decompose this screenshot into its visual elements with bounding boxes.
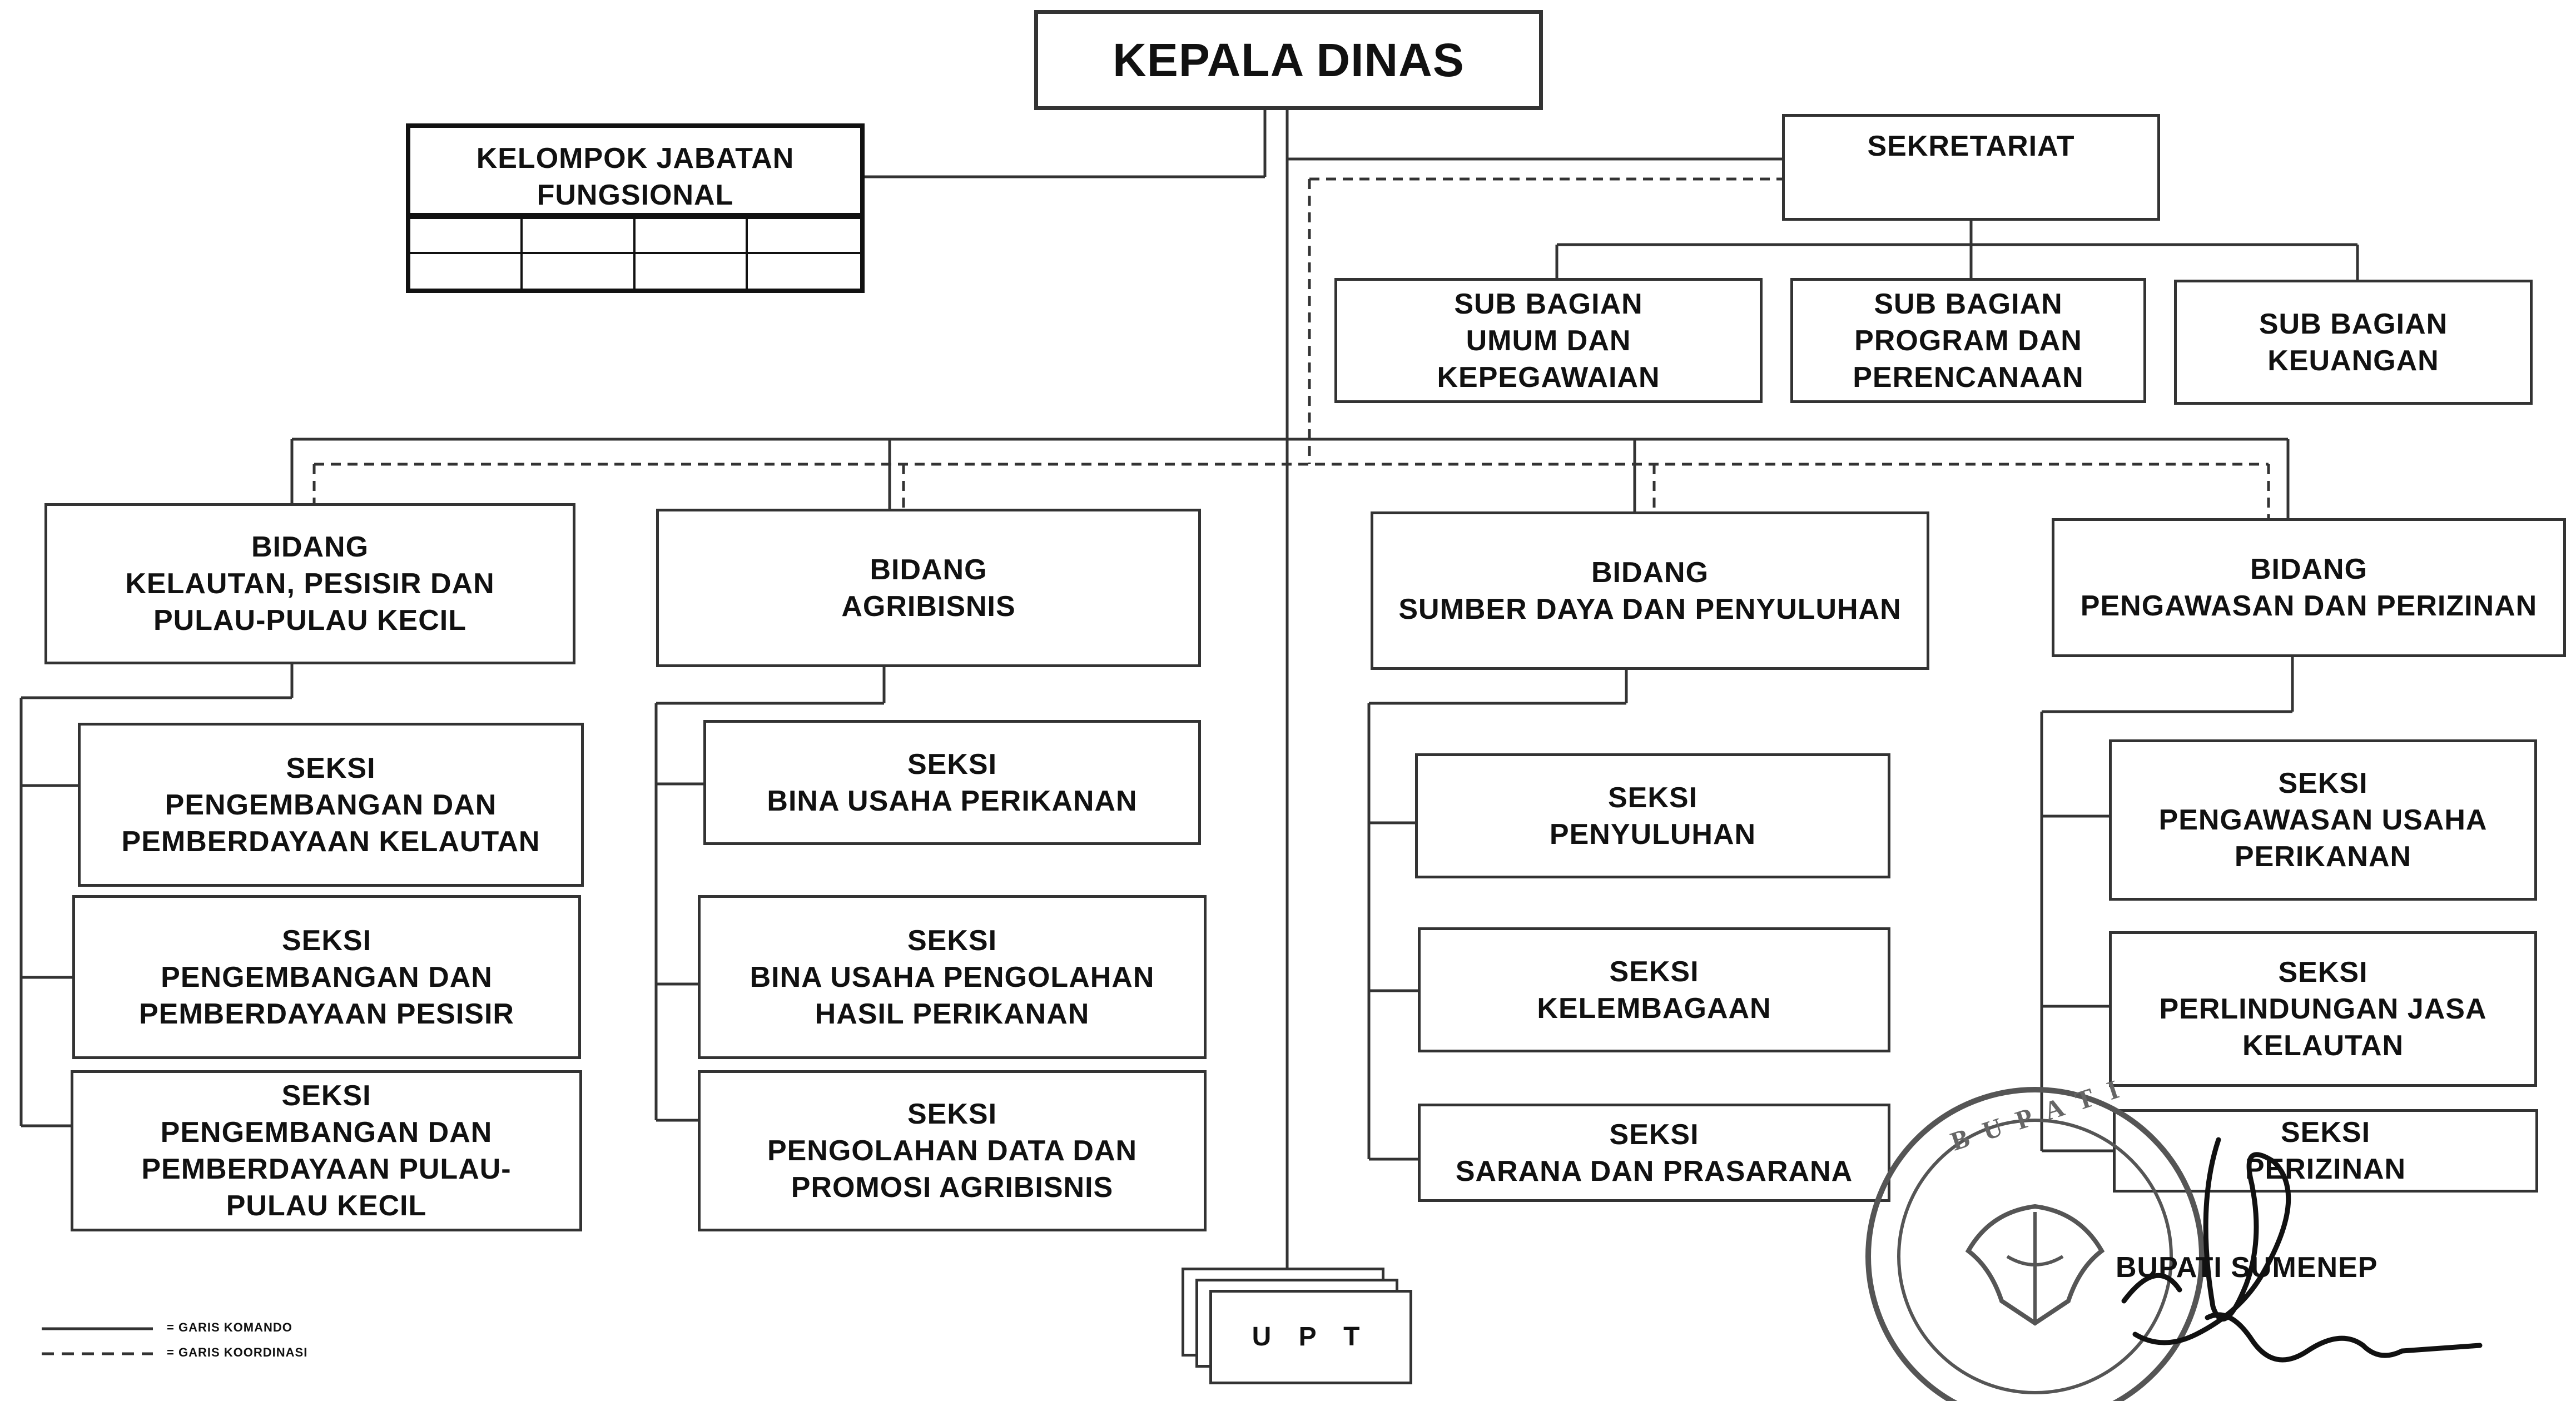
section-box: SEKSI SARANA DAN PRASARANA (1418, 1104, 1890, 1202)
table-cell (523, 219, 636, 254)
box-line: SUB BAGIAN (2259, 307, 2448, 340)
section-box: SEKSI PENGAWASAN USAHA PERIKANAN (2109, 739, 2537, 901)
box-line: HASIL PERIKANAN (815, 997, 1090, 1030)
section-box: SEKSI PENGEMBANGAN DAN PEMBERDAYAAN PULA… (71, 1070, 582, 1231)
box-line: UMUM DAN (1466, 324, 1631, 357)
box-line: PROMOSI AGRIBISNIS (791, 1171, 1114, 1204)
box-line: PEMBERDAYAAN PESISIR (138, 997, 514, 1030)
box-line: SEKSI (907, 1098, 997, 1130)
legend-command-label: = GARIS KOMANDO (167, 1320, 292, 1334)
handwritten-signature (2121, 1137, 2483, 1363)
box-line: PENGAWASAN DAN PERIZINAN (2080, 590, 2538, 622)
division-box: BIDANG PENGAWASAN DAN PERIZINAN (2052, 518, 2566, 657)
section-box: SEKSI PENYULUHAN (1415, 753, 1890, 878)
box-line: PERENCANAAN (1853, 361, 2084, 394)
box-line: BIDANG (2250, 553, 2368, 585)
section-box: SEKSI PENGOLAHAN DATA DAN PROMOSI AGRIBI… (698, 1070, 1207, 1231)
table-cell (410, 254, 523, 289)
division-box: BIDANG KELAUTAN, PESISIR DAN PULAU-PULAU… (44, 503, 575, 664)
box-line: SEKSI (2278, 956, 2368, 988)
division-box: BIDANG AGRIBISNIS (656, 509, 1201, 667)
table-cell (636, 254, 748, 289)
section-box: SEKSI BINA USAHA PERIKANAN (703, 720, 1201, 845)
legend-coordination-line (42, 1352, 153, 1355)
box-line: PERIKANAN (2234, 841, 2412, 873)
secretariat-label: SEKRETARIAT (1867, 130, 2075, 162)
box-line: SEKSI (1609, 1118, 1699, 1151)
sub-section-box: SUB BAGIAN PROGRAM DAN PERENCANAAN (1790, 278, 2146, 403)
box-line: SEKSI (286, 752, 376, 784)
box-line: KELEMBAGAAN (1537, 992, 1771, 1025)
box-line: SEKSI (2278, 767, 2368, 799)
box-line: SEKSI (1609, 955, 1699, 988)
box-line: PENGOLAHAN DATA DAN (767, 1135, 1138, 1167)
box-line: PULAU-PULAU KECIL (153, 604, 466, 637)
box-line: KELAUTAN, PESISIR DAN (125, 568, 495, 600)
box-line: SUB BAGIAN (1454, 287, 1643, 320)
legend-coordination-label: = GARIS KOORDINASI (167, 1345, 308, 1359)
box-line: SEKSI (1607, 781, 1698, 814)
box-line: PENGEMBANGAN DAN (161, 961, 493, 993)
coordination-lines (312, 177, 2270, 518)
section-box: SEKSI PENGEMBANGAN DAN PEMBERDAYAAN PESI… (72, 895, 581, 1059)
box-line: SEKSI (2280, 1116, 2371, 1149)
box-line: PENGEMBANGAN DAN (165, 788, 497, 821)
section-box: SEKSI PERLINDUNGAN JASA KELAUTAN (2109, 931, 2537, 1087)
legend-command-line (42, 1327, 153, 1330)
functional-group-table (410, 213, 860, 289)
sub-section-box: SUB BAGIAN KEUANGAN (2174, 280, 2533, 405)
box-line: BINA USAHA PENGOLAHAN (750, 961, 1155, 993)
box-line: PEMBERDAYAAN PULAU- (141, 1153, 512, 1185)
box-line: PERLINDUNGAN JASA (2159, 993, 2487, 1025)
functional-group-line-1: KELOMPOK JABATAN (476, 142, 795, 175)
box-line: PEMBERDAYAAN KELAUTAN (121, 825, 540, 858)
box-line: SEKSI (907, 748, 997, 781)
table-cell (523, 254, 636, 289)
functional-group-line-2: FUNGSIONAL (537, 179, 734, 211)
section-box: SEKSI KELEMBAGAAN (1418, 927, 1890, 1052)
box-line: KEUANGAN (2267, 344, 2439, 377)
box-line: BIDANG (251, 531, 369, 563)
upt-box: U P T (1209, 1290, 1412, 1384)
sub-section-box: SUB BAGIAN UMUM DAN KEPEGAWAIAN (1334, 278, 1763, 403)
section-box: SEKSI PERIZINAN (2113, 1109, 2538, 1193)
box-line: PENGAWASAN USAHA (2158, 804, 2488, 836)
table-cell (748, 254, 860, 289)
section-box: SEKSI BINA USAHA PENGOLAHAN HASIL PERIKA… (698, 895, 1207, 1059)
division-box: BIDANG SUMBER DAYA DAN PENYULUHAN (1371, 511, 1929, 670)
box-line: SUB BAGIAN (1874, 287, 2063, 320)
secretariat-box: SEKRETARIAT (1782, 114, 2160, 221)
box-line: KEPEGAWAIAN (1437, 361, 1660, 394)
table-cell (635, 219, 748, 254)
command-lines (19, 109, 2359, 1290)
box-line: AGRIBISNIS (841, 590, 1016, 623)
functional-group-box: KELOMPOK JABATAN FUNGSIONAL (406, 123, 865, 293)
table-cell (410, 219, 523, 254)
section-box: SEKSI PENGEMBANGAN DAN PEMBERDAYAAN KELA… (78, 723, 584, 887)
box-line: BIDANG (870, 553, 987, 586)
box-line: PENGEMBANGAN DAN (160, 1116, 493, 1149)
head-label: KEPALA DINAS (1113, 34, 1465, 86)
box-line: PROGRAM DAN (1854, 324, 2082, 357)
box-line: SEKSI (281, 1080, 371, 1112)
box-line: PULAU KECIL (226, 1190, 427, 1222)
box-line: BIDANG (1591, 556, 1709, 589)
box-line: KELAUTAN (2242, 1030, 2404, 1062)
box-line: SEKSI (907, 924, 997, 957)
upt-label: U P T (1252, 1322, 1370, 1352)
head-box: KEPALA DINAS (1034, 10, 1543, 110)
table-cell (747, 219, 860, 254)
box-line: SEKSI (281, 924, 372, 957)
box-line: SARANA DAN PRASARANA (1455, 1155, 1853, 1188)
box-line: SUMBER DAYA DAN PENYULUHAN (1398, 593, 1902, 625)
box-line: PENYULUHAN (1549, 818, 1756, 851)
box-line: BINA USAHA PERIKANAN (767, 784, 1138, 817)
